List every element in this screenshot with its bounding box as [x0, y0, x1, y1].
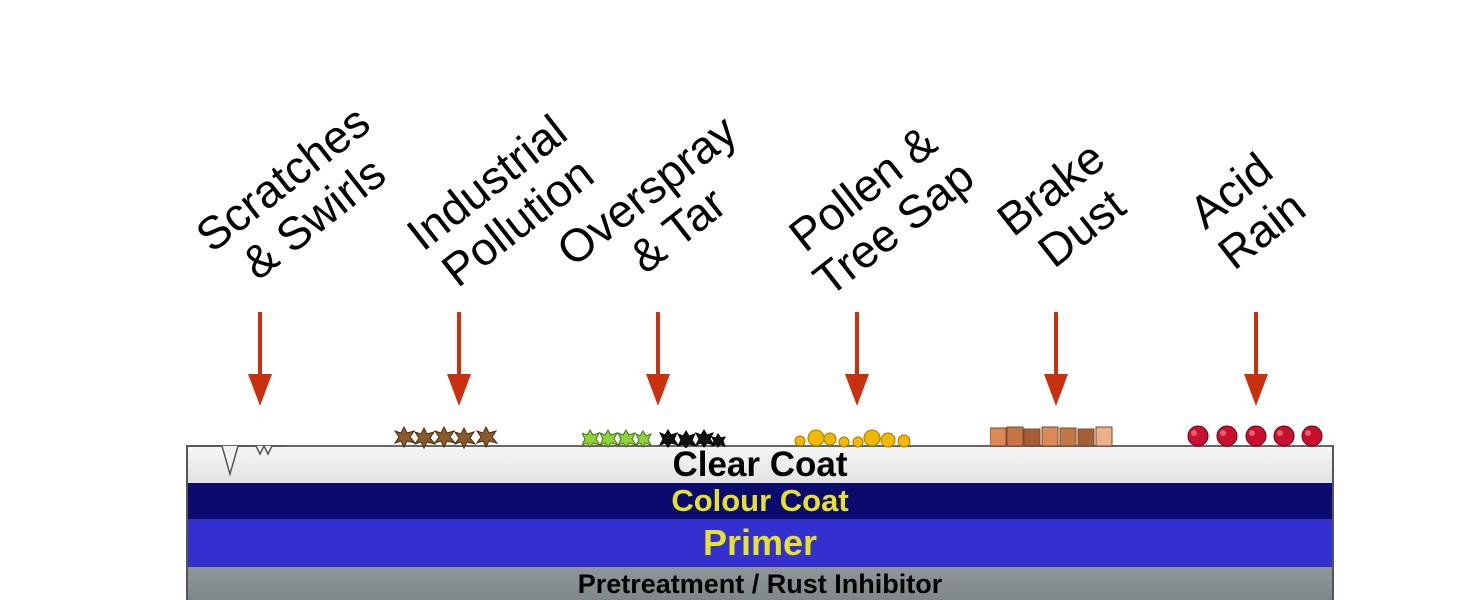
label-brake-dust: Brake Dust — [956, 107, 1175, 309]
tar-deposit-icon — [658, 429, 726, 448]
layer-primer-label: Primer — [702, 522, 818, 563]
layer-pretreatment: Pretreatment / Rust Inhibitor — [186, 567, 1334, 600]
label-acid-rain: Acid Rain — [1144, 115, 1347, 305]
layer-clear-coat-label: Clear Coat — [672, 445, 848, 484]
arrow-down-icon — [1044, 312, 1068, 408]
arrow-down-icon — [447, 312, 471, 408]
layer-primer: Primer — [186, 519, 1334, 567]
label-scratches-swirls: Scratches & Swirls — [181, 91, 416, 305]
layer-clear-coat: Clear Coat — [186, 445, 1334, 484]
layer-pretreatment-label: Pretreatment / Rust Inhibitor — [577, 569, 943, 599]
arrow-down-icon — [1244, 312, 1268, 408]
label-pollen-tree-sap: Pollen & Tree Sap — [761, 101, 996, 315]
arrow-down-icon — [248, 312, 272, 408]
acid-rain-deposit-icon — [1187, 425, 1323, 447]
overspray-deposit-icon — [582, 429, 652, 448]
layer-colour-coat: Colour Coat — [186, 483, 1334, 519]
arrow-down-icon — [845, 312, 869, 408]
industrial-pollution-deposit-icon — [394, 425, 499, 449]
pollen-deposit-icon — [794, 429, 911, 448]
arrow-down-icon — [646, 312, 670, 408]
brake-dust-deposit-icon — [990, 426, 1113, 447]
scratch-marks-icon — [186, 444, 286, 477]
layer-colour-coat-label: Colour Coat — [671, 483, 849, 518]
